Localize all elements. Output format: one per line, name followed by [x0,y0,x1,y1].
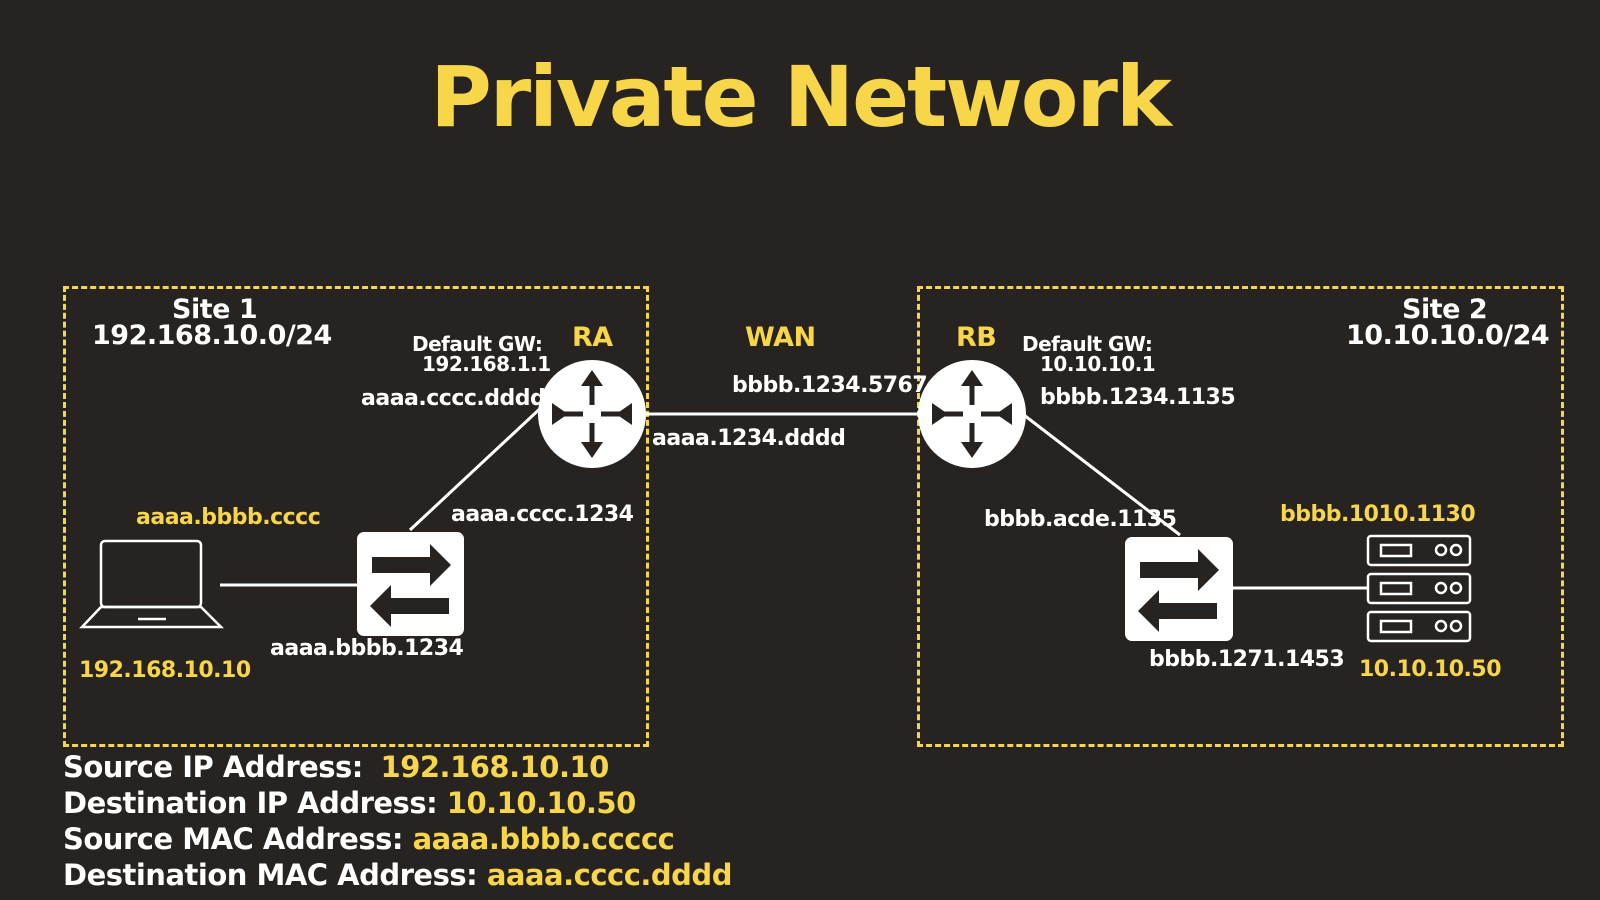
site2-switch-uplink-mac: bbbb.acde.1135 [984,507,1177,532]
wan-label: WAN [745,322,816,353]
site2-gateway-label: Default GW: [1022,332,1153,356]
site2-switch-port-mac: bbbb.1271.1453 [1149,647,1345,672]
switch-icon-site2 [1125,537,1233,641]
router-ra-name: RA [572,322,613,353]
site1-gateway-ip: 192.168.1.1 [422,352,551,376]
site1-name: Site 1 [172,294,258,325]
packet-source-ip-value: 192.168.10.10 [380,750,610,784]
site1-router-lan-mac: aaaa.cccc.dddd [361,386,546,411]
laptop-icon [79,539,225,629]
site1-subnet: 192.168.10.0/24 [92,320,332,351]
site2-gateway-ip: 10.10.10.1 [1040,352,1156,376]
site2-boundary [917,286,1564,747]
site2-server-mac: bbbb.1010.1130 [1280,502,1476,527]
packet-source-ip-label: Source IP Address: [63,750,363,784]
packet-dest-ip-label: Destination IP Address: [63,786,438,820]
page-title: Private Network [430,48,1172,146]
packet-dest-mac: Destination MAC Address: aaaa.cccc.dddd [63,858,732,892]
packet-source-ip: Source IP Address: 192.168.10.10 [63,750,609,784]
site1-pc-mac: aaaa.bbbb.cccc [136,505,321,530]
router-ra-wan-mac: aaaa.1234.dddd [652,426,846,451]
server-icon [1366,534,1472,643]
wan-mac: bbbb.1234.5767 [732,373,928,398]
packet-dest-ip: Destination IP Address: 10.10.10.50 [63,786,636,820]
site2-name: Site 2 [1402,294,1488,325]
site2-server-ip: 10.10.10.50 [1359,657,1502,682]
packet-source-mac-label: Source MAC Address: [63,822,403,856]
packet-source-mac: Source MAC Address: aaaa.bbbb.ccccc [63,822,675,856]
site2-router-lan-mac: bbbb.1234.1135 [1040,385,1236,410]
link-rb-switch2 [1019,410,1181,537]
packet-dest-mac-value: aaaa.cccc.dddd [486,858,733,892]
site1-switch-uplink-mac: aaaa.cccc.1234 [451,502,634,527]
link-switch1-ra [408,402,547,532]
packet-source-mac-value: aaaa.bbbb.ccccc [412,822,675,856]
site1-gateway-label: Default GW: [412,332,543,356]
site1-pc-ip: 192.168.10.10 [79,658,251,683]
router-icon-ra [538,360,646,468]
site1-switch-port-mac: aaaa.bbbb.1234 [270,636,464,661]
packet-dest-mac-label: Destination MAC Address: [63,858,478,892]
packet-dest-ip-value: 10.10.10.50 [446,786,636,820]
router-icon-rb [918,360,1026,468]
site1-boundary [63,286,649,747]
router-rb-name: RB [956,322,997,353]
site2-subnet: 10.10.10.0/24 [1346,320,1550,351]
switch-icon-site1 [357,532,464,636]
